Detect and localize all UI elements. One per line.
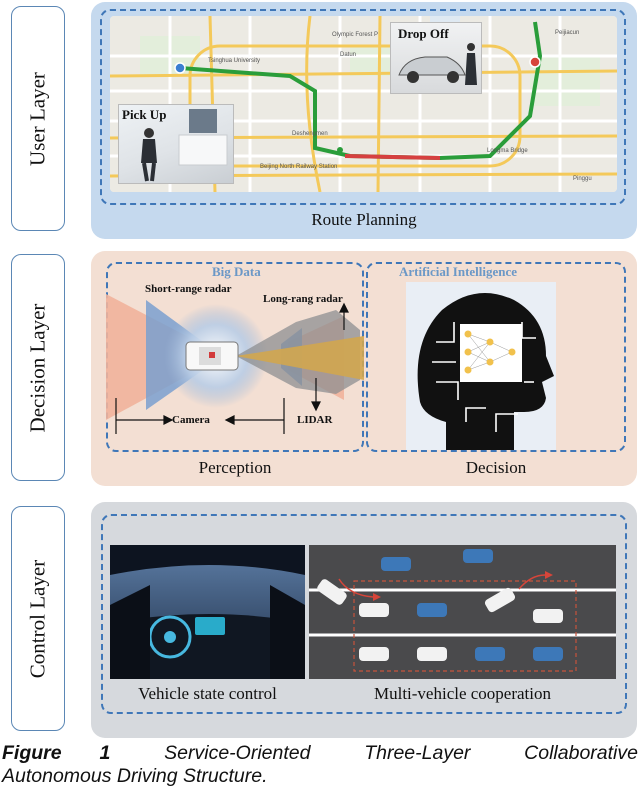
figure-caption-line2: Autonomous Driving Structure.	[2, 765, 268, 787]
map-label-datun: Datun	[340, 52, 357, 58]
route-planning-caption: Route Planning	[311, 210, 417, 229]
sensor-arrows	[115, 302, 349, 434]
control-layer-text: Control Layer	[25, 559, 50, 678]
multi-vehicle-caption: Multi-vehicle cooperation	[373, 684, 552, 703]
decision-layer-label: Decision Layer	[11, 254, 65, 481]
map-label-longma: Longma Bridge	[487, 148, 528, 154]
multi-vehicle-road	[309, 545, 616, 679]
map-label-peijiacun: Peijiacun	[555, 30, 580, 36]
user-layer-label: User Layer	[11, 6, 65, 231]
perception-caption: Perception	[198, 458, 272, 477]
user-layer-dashed-frame	[100, 9, 626, 205]
map-label-tsinghua: Tsinghua University	[208, 58, 261, 64]
vehicle-cockpit-image	[110, 545, 305, 679]
vehicle-state-caption: Vehicle state control	[138, 684, 277, 703]
control-layer-label: Control Layer	[11, 506, 65, 731]
figure-caption-word-2: Three-Layer	[364, 742, 471, 764]
figure-label-group: Figure 1	[2, 742, 110, 765]
decision-caption: Decision	[465, 458, 527, 477]
ai-title: Artificial Intelligence	[399, 264, 518, 279]
map-label-olympic: Olympic Forest P	[332, 32, 379, 38]
dropoff-car	[398, 43, 477, 85]
figure-label: Figure	[2, 742, 62, 764]
short-radar-label: Short-range radar	[145, 283, 232, 295]
decision-dashed-frame	[366, 262, 626, 452]
camera-label: Camera	[172, 414, 210, 426]
big-data-title: Big Data	[212, 264, 261, 279]
lidar-label: LIDAR	[297, 414, 333, 426]
figure-caption-word-1: Service-Oriented	[164, 742, 311, 764]
pickup-label: Pick Up	[122, 107, 167, 122]
figure-number: 1	[99, 742, 111, 764]
map-label-pinggu: Pinggu	[573, 176, 592, 182]
pickup-figure	[141, 109, 228, 182]
figure-caption: Figure 1 Service-Oriented Three-Layer Co…	[2, 742, 638, 788]
decision-layer-text: Decision Layer	[25, 303, 50, 432]
map-label-beijing-north: Beijing North Railway Station	[260, 164, 338, 170]
route-map: Tsinghua University Olympic Forest P Dat…	[110, 16, 617, 192]
map-label-deshengmen: Deshengmen	[292, 131, 328, 137]
figure-caption-word-3: Collaborative	[524, 742, 638, 764]
control-dashed-frame	[101, 514, 627, 714]
dropoff-label: Drop Off	[398, 26, 449, 41]
long-radar-label: Long-rang radar	[263, 293, 343, 305]
ai-head-graphic	[406, 282, 556, 450]
user-layer-text: User Layer	[25, 71, 50, 166]
pickup-photo: Pick Up	[118, 104, 234, 184]
dropoff-photo: Drop Off	[390, 22, 482, 94]
sensor-diagram	[106, 294, 364, 420]
